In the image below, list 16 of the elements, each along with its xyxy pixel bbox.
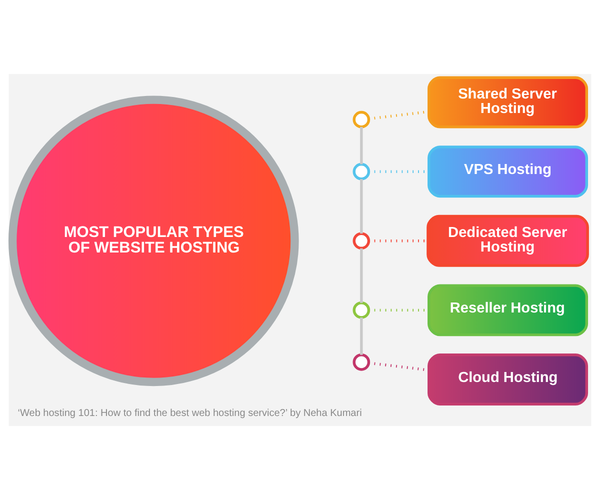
connector — [360, 248, 363, 303]
node-circle — [352, 162, 370, 180]
node-box: Shared Server Hosting — [428, 76, 588, 128]
node-circle — [352, 354, 370, 371]
connector — [360, 318, 363, 355]
caption: ‘Web hosting 101: How to find the best web hosting service?’ by Neha Kumari — [18, 408, 362, 419]
connector — [360, 179, 363, 234]
connector — [360, 126, 363, 164]
node-circle: MOST POPULAR TYPES OF WEBSITE HOSTING — [8, 96, 299, 386]
node-box: Dedicated Server Hosting — [426, 214, 589, 267]
node-box: Reseller Hosting — [428, 284, 588, 336]
node-circle — [352, 232, 370, 250]
node-box: VPS Hosting — [428, 146, 588, 198]
node-box: Cloud Hosting — [428, 354, 588, 406]
node-circle — [352, 302, 370, 319]
node-circle — [352, 110, 370, 128]
